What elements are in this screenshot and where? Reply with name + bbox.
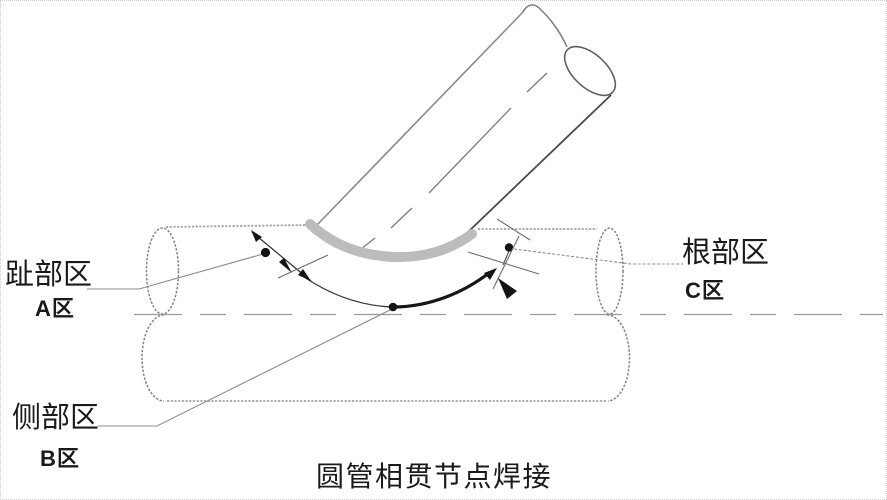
side-marker-dot	[388, 302, 398, 312]
brace-right-edge	[467, 94, 612, 233]
intersection-curve-thin	[303, 276, 394, 308]
toe-arrowhead-up	[251, 230, 262, 242]
brace-left-edge	[316, 11, 524, 226]
root-marker-dot	[504, 243, 514, 252]
side-zone-label: 侧部区	[12, 402, 100, 434]
root-zone-label: 根部区	[682, 237, 770, 269]
figure-caption: 圆管相贯节点焊接	[316, 462, 553, 493]
root-cross-line-steep	[492, 235, 520, 290]
side-zone-letter: B区	[40, 446, 80, 471]
chord-end-ellipse-right	[595, 227, 624, 315]
leader-line-root	[513, 248, 683, 265]
leader-line-toe	[87, 253, 264, 290]
toe-zone-label: 趾部区	[5, 259, 93, 291]
chord-top-edge-left	[165, 224, 310, 228]
toe-marker-dot	[260, 247, 271, 258]
brace-top-cap	[522, 4, 568, 48]
brace-axis-centerline	[360, 72, 548, 250]
weld-band	[305, 219, 477, 263]
toe-arrowhead-down-2	[298, 269, 311, 281]
intersection-curve-arrowhead	[484, 268, 497, 280]
chord-end-ellipse-left	[145, 227, 180, 315]
toe-boundary-tick	[277, 254, 329, 279]
toe-arrowhead-down-1	[279, 258, 292, 273]
root-pennant-arrowhead	[498, 278, 517, 299]
chord-lower-arc-left	[141, 314, 165, 402]
intersection-curve-thick	[392, 271, 490, 309]
root-boundary-tick	[496, 218, 531, 241]
chord-lower-arc-right	[606, 314, 631, 402]
toe-zone-letter: A区	[35, 296, 75, 321]
root-zone-letter: C区	[685, 278, 725, 303]
root-cross-line-shallow	[467, 251, 540, 275]
leader-line-side	[98, 308, 393, 427]
brace-end-ellipse	[563, 45, 617, 97]
